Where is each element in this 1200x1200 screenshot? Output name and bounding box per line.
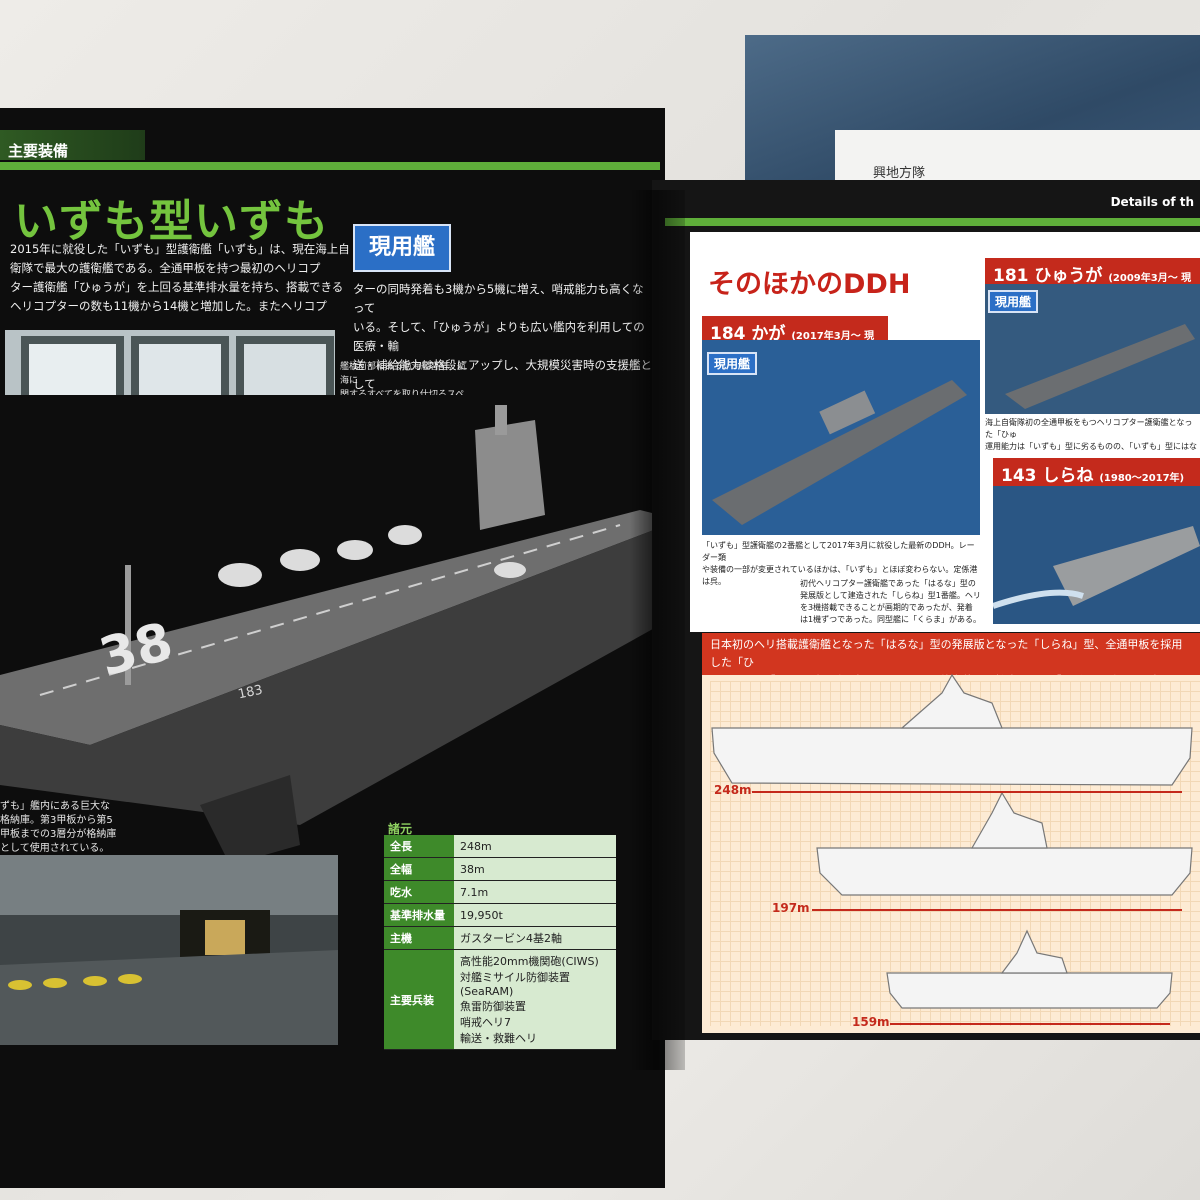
shirane-profile	[886, 972, 1173, 1009]
right-page-title: そのほかのDDH	[700, 262, 919, 301]
hyuga-length-arrow	[812, 909, 1182, 911]
shirane-name: 143 しらね	[1001, 466, 1094, 486]
shirane-tag: 143 しらね (1980〜2017年)	[993, 458, 1200, 489]
section-label-box	[0, 130, 145, 160]
hyuga-profile	[816, 847, 1193, 896]
shirane-length: 159m	[852, 1015, 890, 1029]
ship-model-photo: 38 183	[0, 395, 690, 875]
hyuga-island	[970, 791, 1048, 849]
kaga-active-badge: 現用艦	[707, 352, 758, 375]
size-comparison-panel: 日本初のヘリ搭載護衛艦となった「はるな」型の発展版となった「しらね」型、全通甲板…	[702, 633, 1200, 1033]
izumo-model-illustration	[0, 395, 690, 875]
right-green-rule	[665, 218, 1200, 226]
shirane-length-arrow	[890, 1023, 1170, 1025]
izumo-length-arrow	[752, 791, 1182, 793]
intro-text-left: 2015年に就役した「いずも」型護衛艦「いずも」は、現在海上自 衛隊で最大の護衛…	[10, 242, 350, 313]
hangar-interior-illustration	[0, 855, 338, 1045]
hyuga-length: 197m	[772, 901, 810, 915]
table-row: 主要兵装高性能20mm機関砲(CIWS) 対艦ミサイル防御装置(SeaRAM) …	[384, 949, 616, 1050]
izumo-island	[900, 673, 1003, 729]
shirane-sea-illustration	[993, 486, 1200, 624]
shirane-caption: 初代ヘリコプター護衛艦であった「はるな」型の 発展版として建造された「しらね」型…	[800, 579, 982, 624]
izumo-profile	[711, 727, 1193, 786]
hyuga-active-badge: 現用艦	[988, 290, 1039, 313]
book-gutter-shadow	[630, 190, 685, 1070]
hangar-caption: ずも」艦内にある巨大な 格納庫。第3甲板から第5 甲板までの3層分が格納庫 とし…	[0, 801, 117, 854]
shirane-dates: (1980〜2017年)	[1099, 473, 1185, 484]
section-label: 主要装備	[8, 142, 69, 160]
izumo-length: 248m	[714, 783, 752, 797]
active-ship-badge: 現用艦	[353, 224, 451, 272]
ship-profiles	[711, 673, 1193, 1009]
hangar-photo	[0, 855, 338, 1045]
comparison-text: 日本初のヘリ搭載護衛艦となった「はるな」型の発展版となった「しらね」型、全通甲板…	[702, 633, 1200, 675]
specs-title: 諸元	[388, 822, 413, 836]
page-title: いずも型いずも	[14, 196, 329, 247]
left-green-rule	[0, 162, 660, 170]
right-page-header: Details of th	[1110, 195, 1194, 209]
kaga-name: 184 かが	[710, 324, 786, 344]
hyuga-name: 181 ひゅうが	[993, 266, 1103, 286]
hyuga-caption: 海上自衛隊初の全通甲板をもつヘリコプター護衛艦となった「ひゅ 運用能力は「いずも…	[985, 418, 1197, 451]
kaga-caption: 「いずも」型護衛艦の2番艦として2017年3月に就役した最新のDDH。レーダー類…	[702, 541, 978, 586]
table-row: 主機ガスタービン4基2軸	[384, 926, 616, 950]
shirane-photo	[993, 486, 1200, 624]
back-sheet-text: 興地方隊	[873, 166, 926, 181]
shirane-superstructure	[1000, 929, 1068, 974]
